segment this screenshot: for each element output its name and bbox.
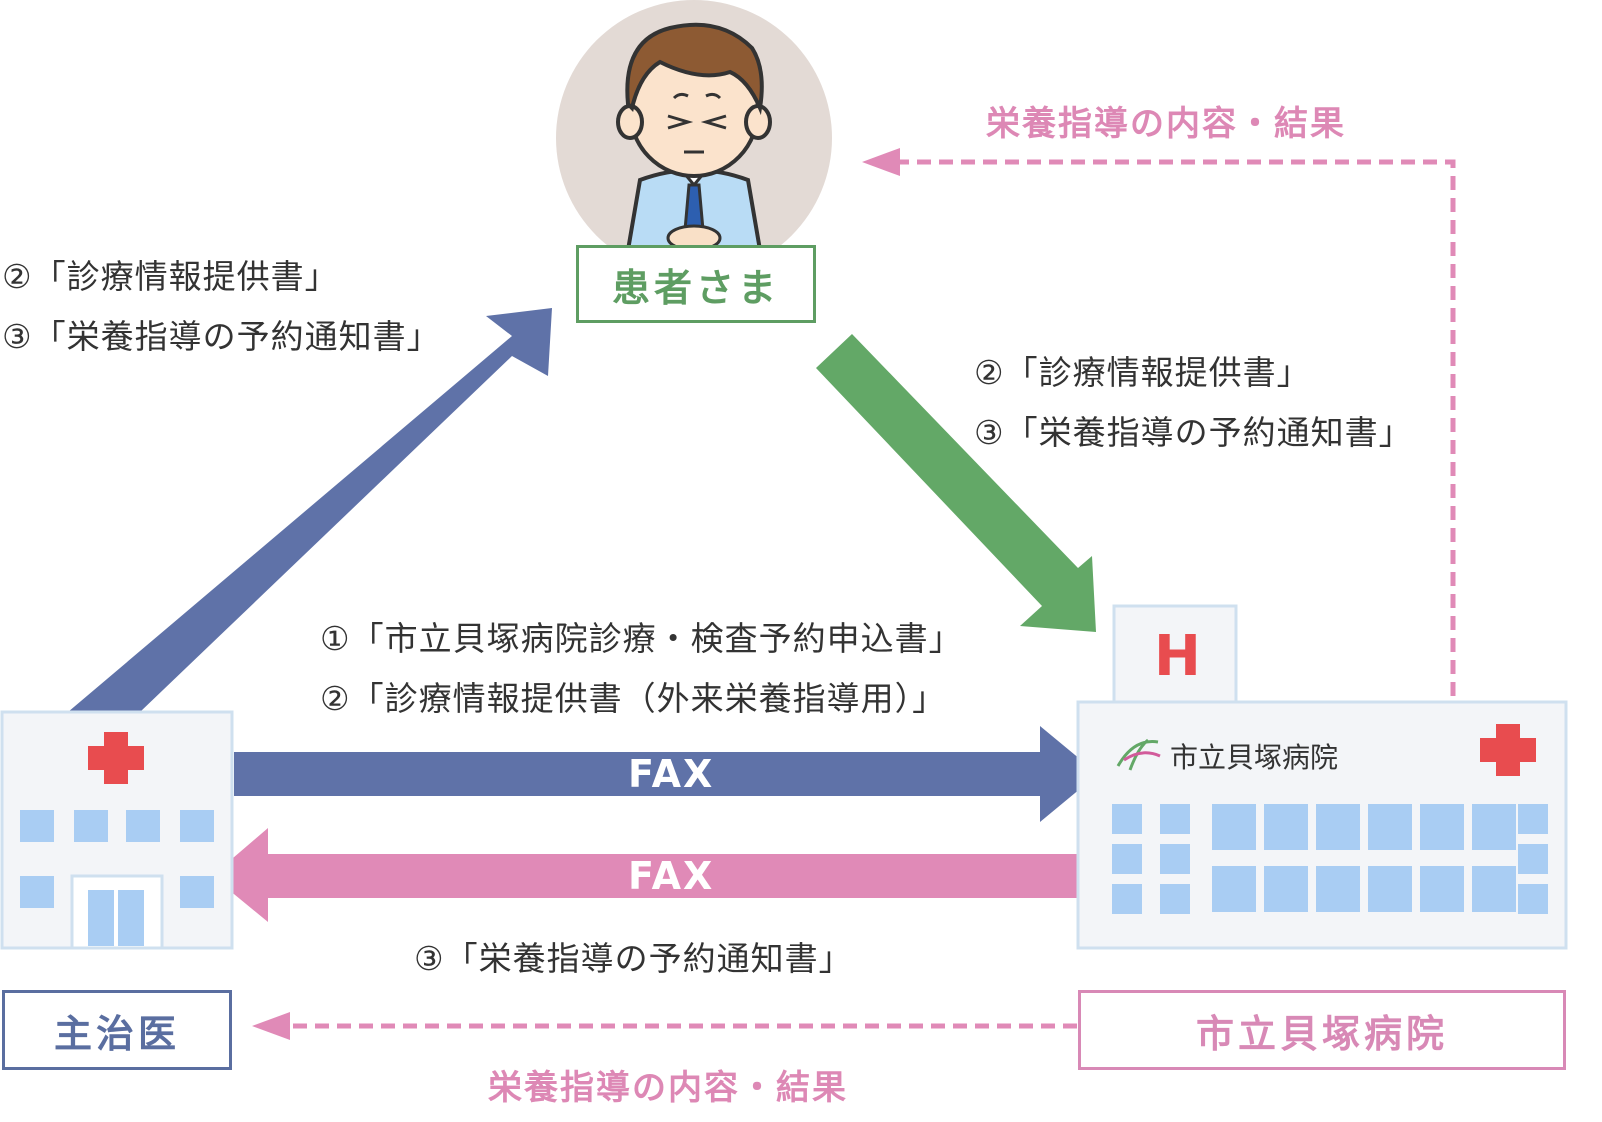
patient-label-box: 患者さま [576, 245, 816, 323]
hospital-window [1160, 884, 1190, 914]
result-note-bottom: 栄養指導の内容・結果 [488, 1068, 848, 1108]
result-note-top: 栄養指導の内容・結果 [986, 104, 1346, 144]
hospital-window [1264, 804, 1308, 850]
doctor-label-box: 主治医 [2, 990, 232, 1070]
fax-back-arrow [212, 828, 1077, 922]
hospital-label-box: 市立貝塚病院 [1078, 990, 1566, 1070]
fax-back-doc: ③「栄養指導の予約通知書」 [414, 939, 853, 978]
hospital-windows [1112, 804, 1548, 914]
right-doc-3: ③「栄養指導の予約通知書」 [974, 413, 1413, 452]
hospital-window [1368, 804, 1412, 850]
patient-avatar [556, 0, 832, 276]
green-diagonal-arrow [816, 334, 1096, 632]
hospital-window [1518, 804, 1548, 834]
hospital-window [1472, 866, 1516, 912]
blue-diagonal-arrow [68, 308, 552, 712]
result-arrowhead-bottom [252, 1012, 290, 1040]
fax-out-doc-1: ①「市立貝塚病院診療・検査予約申込書」 [320, 619, 963, 658]
hospital-window [1160, 844, 1190, 874]
result-dashed-line-top [900, 159, 1456, 696]
fax-out-doc-2: ②「診療情報提供書（外来栄養指導用）」 [320, 679, 947, 718]
hospital-window [1420, 866, 1464, 912]
hospital-window [1264, 866, 1308, 912]
hospital-window [1518, 884, 1548, 914]
hospital-window [1212, 804, 1256, 850]
hospital-window [1420, 804, 1464, 850]
hospital-window [1112, 844, 1142, 874]
left-doc-2: ②「診療情報提供書」 [2, 257, 339, 296]
hospital-window [1212, 866, 1256, 912]
fax-out-label: FAX [628, 752, 715, 796]
hospital-h-sign: H [1154, 624, 1201, 689]
hospital-window [1518, 844, 1548, 874]
hospital-window [1368, 866, 1412, 912]
hospital-window [1160, 804, 1190, 834]
fax-back-label: FAX [628, 854, 715, 898]
hospital-window [1112, 884, 1142, 914]
hospital-sign-text: 市立貝塚病院 [1170, 741, 1339, 774]
right-doc-2: ②「診療情報提供書」 [974, 353, 1311, 392]
hospital-window [1112, 804, 1142, 834]
clinic-building [0, 710, 234, 950]
hospital-window [1472, 804, 1516, 850]
left-doc-3: ③「栄養指導の予約通知書」 [2, 317, 441, 356]
result-arrowhead-top [862, 148, 900, 176]
fax-out-arrow [234, 726, 1098, 822]
hospital-window [1316, 804, 1360, 850]
hospital-window [1316, 866, 1360, 912]
